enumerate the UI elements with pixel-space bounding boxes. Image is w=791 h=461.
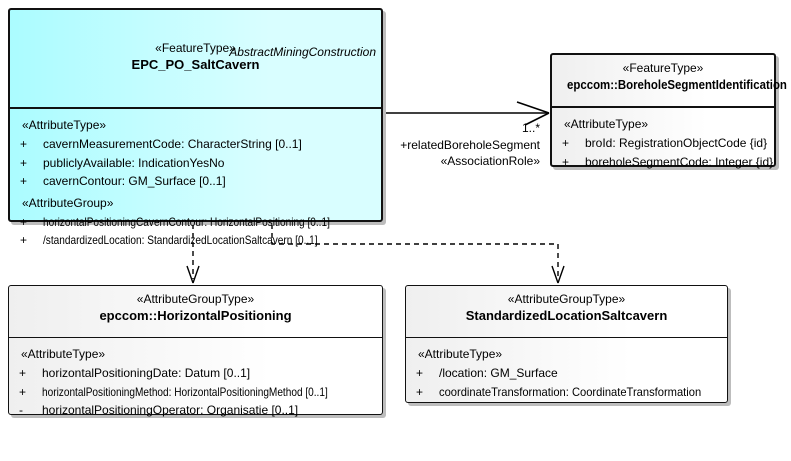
attribute-section-header: «AttributeType» [564,117,649,131]
attributes-compartment: «AttributeType» + horizontalPositioningDa… [9,338,382,420]
visibility-symbol: + [416,366,424,380]
attribute-text: /standardizedLocation: StandardizedLocat… [43,233,318,247]
attributes-compartment: «AttributeType» + cavernMeasurementCode: … [10,109,381,250]
visibility-symbol: + [20,214,28,229]
attribute-row: + boreholeSegmentCode: Integer {id} [552,153,774,172]
attribute-row: + broId: RegistrationObjectCode {id} [552,134,774,153]
attribute-text: boreholeSegmentCode: Integer {id} [585,154,774,169]
class-borehole-segment-identification[interactable]: «FeatureType» epccom::BoreholeSegmentIde… [550,53,787,169]
class-name: epccom::BoreholeSegmentIdentification [566,77,787,92]
class-name: epccom::HorizontalPositioning [99,308,292,323]
association-role-name: +relatedBoreholeSegment [400,137,540,152]
attribute-row: + horizontalPositioningMethod: Horizontal… [9,383,382,402]
association-end-labels: 1..* +relatedBoreholeSegment «Associatio… [300,120,540,170]
attribute-section-header: «AttributeType» [22,118,107,132]
visibility-symbol: + [20,233,28,247]
attributes-compartment: «AttributeType» + broId: RegistrationObje… [552,108,774,171]
class-header: «AttributeGroupType» StandardizedLocatio… [406,292,727,338]
attribute-text: horizontalPositioningOperator: Organisat… [42,403,299,417]
attribute-row: + horizontalPositioningDate: Datum [0..1] [9,364,382,383]
association-stereotype: «AssociationRole» [440,154,540,168]
attribute-row: + cavernMeasurementCode: CharacterString … [10,135,381,154]
stereotype-label: «AttributeGroupType» [136,292,255,306]
visibility-symbol: + [20,174,28,188]
class-header: «FeatureType» epccom::BoreholeSegmentIde… [552,61,787,108]
attribute-row: + /standardizedLocation: StandardizedLoca… [10,231,381,250]
attribute-text: publiclyAvailable: IndicationYesNo [43,155,225,170]
parent-class-label: AbstractMiningConstruction [229,45,376,59]
class-name: StandardizedLocationSaltcavern [465,308,668,323]
visibility-symbol: + [19,366,27,380]
visibility-symbol: + [416,384,424,399]
class-epc-po-saltcavern[interactable]: AbstractMiningConstruction «FeatureType»… [8,8,383,247]
attribute-text: coordinateTransformation: CoordinateTran… [439,384,702,399]
attribute-section-header: «AttributeType» [418,347,503,361]
attribute-text: horizontalPositioningCavernContour: Hori… [43,214,330,229]
attribute-row: + /location: GM_Surface [406,364,727,383]
attribute-row: + cavernContour: GM_Surface [0..1] [10,172,381,191]
attribute-row: + horizontalPositioningCavernContour: Hor… [10,213,381,232]
attribute-text: cavernMeasurementCode: CharacterString [… [43,137,302,151]
visibility-symbol: + [20,155,28,170]
attributes-compartment: «AttributeType» + /location: GM_Surface +… [406,338,727,401]
class-header: AbstractMiningConstruction «FeatureType»… [10,41,381,109]
attribute-text: horizontalPositioningMethod: HorizontalP… [42,384,328,399]
visibility-symbol: - [19,403,23,417]
class-standardized-location-saltcavern[interactable]: «AttributeGroupType» StandardizedLocatio… [405,285,728,403]
attribute-row: - horizontalPositioningOperator: Organisa… [9,401,382,420]
stereotype-label: «FeatureType» [155,41,236,55]
attribute-text: horizontalPositioningDate: Datum [0..1] [42,366,251,380]
visibility-symbol: + [20,137,28,151]
association-multiplicity: 1..* [521,121,540,135]
class-header: «AttributeGroupType» epccom::HorizontalP… [9,292,382,338]
attribute-section-header: «AttributeGroup» [22,195,114,210]
attribute-row: + coordinateTransformation: CoordinateTra… [406,383,727,402]
class-name: EPC_PO_SaltCavern [131,57,260,72]
class-horizontal-positioning[interactable]: «AttributeGroupType» epccom::HorizontalP… [8,285,383,417]
attribute-row: + publiclyAvailable: IndicationYesNo [10,154,381,173]
visibility-symbol: + [19,384,27,399]
visibility-symbol: + [562,136,570,150]
attribute-section-header: «AttributeType» [21,347,106,361]
attribute-text: broId: RegistrationObjectCode {id} [585,136,768,150]
stereotype-label: «AttributeGroupType» [507,292,626,306]
attribute-text: /location: GM_Surface [439,366,558,380]
attribute-text: cavernContour: GM_Surface [0..1] [43,174,226,188]
stereotype-label: «FeatureType» [622,61,704,75]
visibility-symbol: + [562,154,570,169]
